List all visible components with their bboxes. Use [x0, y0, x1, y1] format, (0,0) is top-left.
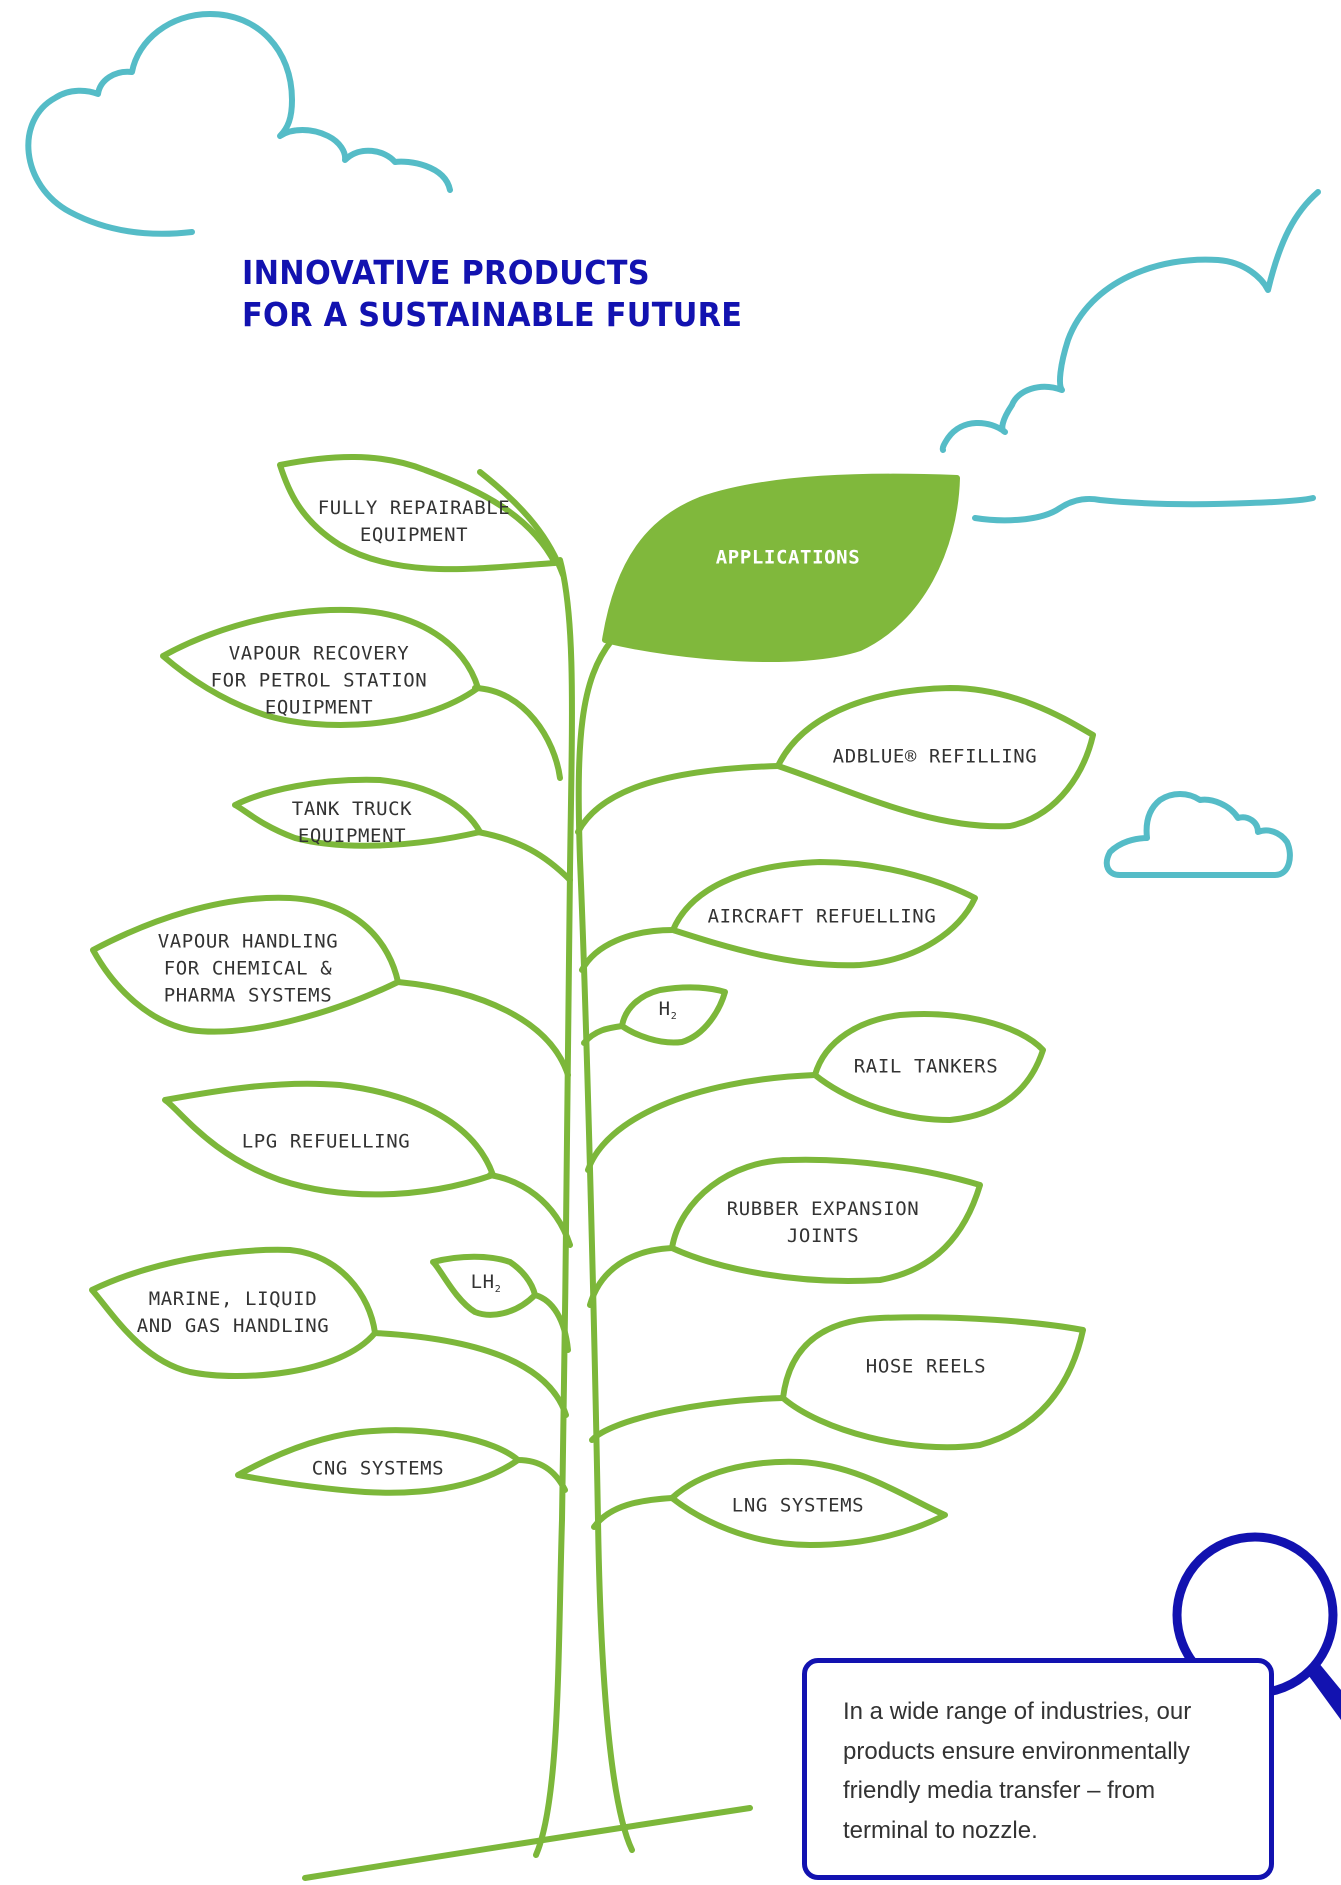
cloud-icon-small — [1103, 791, 1293, 878]
leaf-label-line: FULLY REPAIRABLE — [317, 497, 511, 519]
leaf-lpg-refuelling: LPG REFUELLING — [242, 1129, 411, 1156]
branch-cng — [515, 1457, 568, 1493]
leaf-aircraft: AIRCRAFT REFUELLING — [708, 904, 937, 931]
h2-base: H — [658, 998, 671, 1020]
leaf-hose-shape — [780, 1314, 1086, 1451]
branch-fully-repairable — [477, 469, 566, 578]
leaf-tank-truck-shape — [232, 776, 483, 849]
leaf-label-line: ADBLUE® REFILLING — [832, 745, 1038, 768]
leaf-lpg-shape — [162, 1080, 496, 1198]
leaf-label-line: AND GAS HANDLING — [136, 1315, 330, 1337]
leaf-label-line: HOSE REELS — [865, 1355, 987, 1378]
branch-rail — [585, 1072, 818, 1173]
leaf-label-line: RAIL TANKERS — [853, 1055, 999, 1078]
branch-rubber — [587, 1245, 675, 1308]
leaf-rubber-expansion: RUBBER EXPANSION JOINTS — [727, 1196, 920, 1250]
leaf-label-line: CNG SYSTEMS — [311, 1457, 445, 1480]
leaf-label-line: EQUIPMENT — [264, 696, 374, 719]
leaf-vapour-recovery-shape — [160, 606, 481, 729]
leaf-rail-shape — [812, 1011, 1046, 1123]
leaf-lh2-shape — [430, 1253, 538, 1318]
leaf-aircraft-shape — [670, 859, 978, 969]
branch-lh2 — [532, 1292, 571, 1353]
trunk-left — [533, 557, 575, 1858]
leaf-adblue-shape — [775, 685, 1096, 830]
leaf-label-line: VAPOUR RECOVERY — [228, 642, 410, 665]
h2-sub: 2 — [670, 1011, 678, 1022]
branch-vapour-recovery — [472, 685, 563, 781]
branch-hose — [589, 1395, 786, 1443]
leaf-lh2: LH2 — [471, 1269, 502, 1303]
leaf-h2-shape — [619, 984, 728, 1046]
leaf-cng-systems: CNG SYSTEMS — [312, 1456, 444, 1483]
leaf-lng-shape — [669, 1458, 948, 1548]
leaf-fully-repairable: FULLY REPAIRABLE EQUIPMENT — [318, 495, 511, 549]
leaf-adblue: ADBLUE® REFILLING — [833, 744, 1038, 771]
leaf-label-line: LNG SYSTEMS — [731, 1494, 865, 1517]
cloud-icon-top-left — [25, 11, 453, 237]
leaf-vapour-recovery: VAPOUR RECOVERY FOR PETROL STATION EQUIP… — [211, 641, 428, 722]
cloud-icon-top-right — [939, 189, 1321, 453]
leaf-lng-systems: LNG SYSTEMS — [732, 1493, 864, 1520]
title-line-1: INNOVATIVE PRODUCTS — [242, 253, 650, 292]
branch-vapour-handling — [395, 979, 571, 1078]
branch-h2 — [581, 1023, 625, 1046]
leaf-label-line: EQUIPMENT — [297, 825, 407, 847]
branch-aircraft — [579, 927, 676, 973]
lh2-base: LH — [470, 1271, 495, 1293]
ground-line — [302, 1805, 753, 1881]
info-box — [802, 1658, 1274, 1880]
branch-tank-truck — [475, 829, 573, 883]
leaf-marine: MARINE, LIQUID AND GAS HANDLING — [137, 1286, 330, 1340]
leaf-label-line: LPG REFUELLING — [241, 1130, 411, 1153]
leaf-applications: APPLICATIONS — [716, 545, 860, 572]
leaf-cng-shape — [235, 1427, 521, 1496]
branch-lng — [591, 1495, 675, 1530]
magnifier-icon — [1172, 1532, 1341, 1720]
leaf-vapour-handling: VAPOUR HANDLING FOR CHEMICAL & PHARMA SY… — [158, 929, 339, 1010]
leaf-fully-repairable-shape — [277, 454, 558, 573]
leaf-hose-reels: HOSE REELS — [866, 1354, 986, 1381]
branch-lpg — [487, 1172, 573, 1248]
leaf-rubber-shape — [669, 1156, 983, 1284]
leaf-label-line: VAPOUR HANDLING — [157, 930, 339, 953]
leaf-label-line: RUBBER EXPANSION — [726, 1198, 920, 1220]
leaf-label-line: MARINE, LIQUID — [148, 1288, 318, 1310]
leaf-applications-shape — [602, 473, 960, 662]
leaf-label-line: EQUIPMENT — [359, 524, 469, 546]
leaf-rail-tankers: RAIL TANKERS — [854, 1054, 998, 1081]
leaf-label-line: H2 — [659, 996, 678, 1030]
lh2-sub: 2 — [494, 1284, 502, 1295]
title-line-2: FOR A SUSTAINABLE FUTURE — [242, 295, 743, 334]
leaf-label-line: JOINTS — [786, 1225, 860, 1247]
leaf-tank-truck: TANK TRUCK EQUIPMENT — [292, 796, 412, 850]
leaf-label-line: PHARMA SYSTEMS — [163, 984, 333, 1007]
leaf-label-line: FOR CHEMICAL & — [163, 957, 333, 980]
cloud-icon-top-right-base — [972, 495, 1316, 524]
branch-marine — [372, 1330, 569, 1418]
branch-adblue — [575, 763, 781, 835]
leaf-vapour-handling-shape — [90, 894, 401, 1035]
info-text: In a wide range of industries, our produ… — [843, 1698, 1192, 1844]
trunk-right — [575, 637, 635, 1853]
leaf-label-line: LH2 — [471, 1269, 502, 1303]
leaf-marine-shape — [89, 1246, 378, 1380]
leaf-label-line: AIRCRAFT REFUELLING — [707, 905, 937, 928]
leaf-label-line: FOR PETROL STATION — [210, 669, 428, 692]
leaf-label-line: TANK TRUCK — [291, 798, 413, 820]
page-title: INNOVATIVE PRODUCTS FOR A SUSTAINABLE FU… — [242, 252, 742, 336]
leaf-applications-text: APPLICATIONS — [715, 546, 861, 569]
leaf-h2: H2 — [659, 996, 678, 1030]
